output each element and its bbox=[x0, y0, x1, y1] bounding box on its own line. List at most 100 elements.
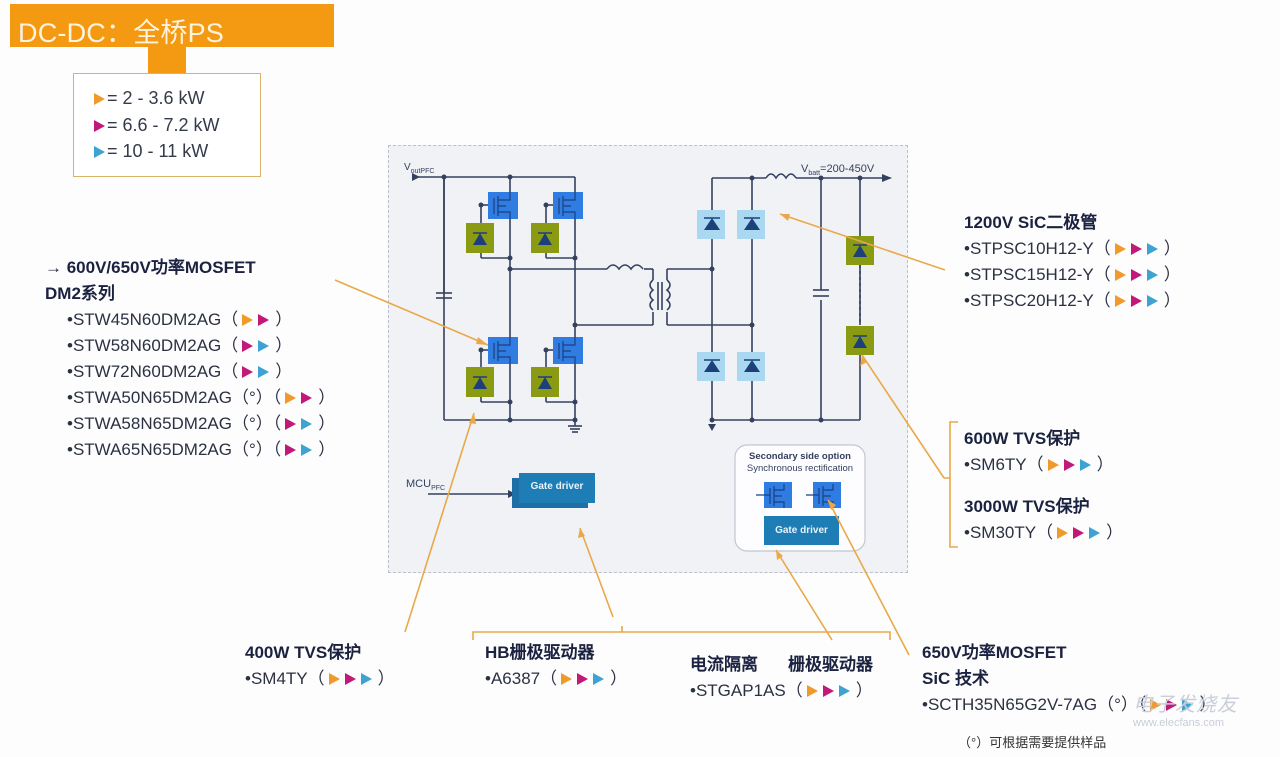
orange-triangle-icon bbox=[1114, 243, 1126, 255]
heading-left: 电流隔离 bbox=[690, 655, 758, 674]
gate-driver-label: Gate driver bbox=[530, 481, 584, 492]
part-number: •STW72N60DM2AG（ bbox=[67, 362, 239, 381]
magenta-triangle-icon bbox=[285, 444, 297, 456]
group-heading: 600W TVS保护 bbox=[964, 429, 1081, 448]
watermark-url: www.elecfans.com bbox=[1133, 717, 1225, 729]
close-paren: ） bbox=[318, 414, 336, 433]
magenta-triangle-icon bbox=[285, 418, 297, 430]
title-banner: DC-DC：全桥PS bbox=[10, 4, 334, 48]
mosfet-part-list: •STW45N60DM2AG（）•STW58N60DM2AG（）•STW72N6… bbox=[45, 307, 335, 463]
orange-triangle-icon bbox=[1047, 459, 1059, 471]
part-number: •SM30TY（ bbox=[964, 523, 1054, 542]
magenta-triangle-icon bbox=[1130, 269, 1142, 281]
sample-note: （°）（ bbox=[231, 388, 282, 407]
vbatt-v: V bbox=[801, 163, 809, 175]
part-item: •SM6TY（ ） bbox=[964, 452, 1123, 478]
group-heading: 400W TVS保护 bbox=[245, 643, 362, 662]
power-markers bbox=[285, 444, 314, 456]
orange-triangle-icon bbox=[242, 314, 254, 326]
blue-triangle-icon bbox=[360, 673, 372, 685]
watermark-cn: 电子发烧友 bbox=[1133, 694, 1238, 716]
sample-note: （°）（ bbox=[231, 414, 282, 433]
close-paren: ） bbox=[1163, 239, 1181, 258]
power-markers bbox=[1114, 269, 1160, 281]
power-markers bbox=[242, 366, 271, 378]
mosfet-dm2-group: → 600V/650V功率MOSFET DM2系列 •STW45N60DM2AG… bbox=[45, 255, 335, 463]
part-number: •STGAP1AS（ bbox=[690, 681, 803, 700]
part-number: •STPSC10H12-Y（ bbox=[964, 239, 1111, 258]
blue-triangle-icon bbox=[258, 340, 270, 352]
orange-triangle-icon bbox=[285, 392, 297, 404]
vout-sub: outPFC bbox=[410, 168, 435, 175]
part-item: •STW72N60DM2AG（ ） bbox=[67, 359, 335, 385]
heading-right: 栅极驱动器 bbox=[788, 655, 873, 674]
vbatt-range: =200-450V bbox=[820, 163, 875, 175]
part-item: •SCTH35N65G2V-7AG（°）（） bbox=[922, 692, 1216, 718]
orange-triangle-icon bbox=[1114, 269, 1126, 281]
group-heading: 1200V SiC二极管 bbox=[964, 213, 1098, 232]
orange-triangle-icon bbox=[1150, 699, 1162, 711]
mcu-sub: PFC bbox=[431, 485, 446, 493]
magenta-triangle-icon bbox=[1063, 459, 1075, 471]
blue-triangle-icon bbox=[838, 685, 850, 697]
part-item: •STGAP1AS（） bbox=[690, 678, 873, 704]
close-paren: ） bbox=[318, 388, 336, 407]
page-title: DC-DC：全桥PS bbox=[18, 18, 225, 48]
mcu-label: MCU bbox=[406, 478, 432, 490]
legend-label: = 10 - 11 kW bbox=[107, 141, 209, 161]
orange-triangle-icon bbox=[1057, 527, 1069, 539]
power-markers bbox=[1114, 243, 1160, 255]
sic-mosfet-group: 650V功率MOSFET SiC 技术 •SCTH35N65G2V-7AG（°）… bbox=[922, 640, 1216, 718]
footnote: （°）可根据需要提供样品 bbox=[958, 735, 1107, 750]
vbatt-sub: batt bbox=[808, 170, 821, 178]
magenta-triangle-icon bbox=[1073, 527, 1085, 539]
close-paren: ） bbox=[275, 362, 293, 381]
part-item: •STW58N60DM2AG（） bbox=[67, 333, 335, 359]
group-heading: 电流隔离 栅极驱动器 bbox=[690, 652, 873, 678]
power-markers bbox=[242, 314, 271, 326]
part-number: •SM4TY（ bbox=[245, 669, 325, 688]
part-item: •SM30TY（ ） bbox=[964, 520, 1123, 546]
part-item: •STWA50N65DM2AG（°）（） bbox=[67, 385, 335, 411]
vout-label: V bbox=[404, 162, 411, 173]
close-paren: ） bbox=[610, 669, 628, 688]
part-item: •STPSC20H12-Y（） bbox=[964, 288, 1181, 314]
part-number: •STWA58N65DM2AG bbox=[67, 414, 232, 433]
orange-triangle-icon bbox=[328, 673, 340, 685]
vout-pfc-label: VoutPFC bbox=[404, 162, 434, 175]
blue-triangle-icon bbox=[1146, 243, 1158, 255]
power-markers bbox=[1057, 527, 1102, 539]
orange-triangle-icon bbox=[561, 673, 573, 685]
close-paren: ） bbox=[1096, 455, 1114, 474]
blue-triangle-icon bbox=[1146, 269, 1158, 281]
sample-note: （°）（ bbox=[1097, 695, 1147, 714]
part-number: •STWA65N65DM2AG bbox=[67, 440, 232, 459]
group-subheading: SiC 技术 bbox=[922, 669, 990, 688]
secondary-subtitle: Synchronous rectification bbox=[746, 463, 854, 474]
group-heading: HB栅极驱动器 bbox=[485, 643, 595, 662]
blue-triangle-icon bbox=[1146, 295, 1158, 307]
close-paren: ） bbox=[377, 669, 395, 688]
part-number: •SM6TY（ bbox=[964, 455, 1044, 474]
part-item: •STWA65N65DM2AG（°）（） bbox=[67, 437, 335, 463]
mcu-pfc-label: MCUPFC bbox=[406, 478, 445, 492]
blue-triangle-icon bbox=[593, 673, 605, 685]
hb-driver-group: HB栅极驱动器 •A6387（） bbox=[485, 640, 627, 692]
close-paren: ） bbox=[1106, 523, 1124, 542]
magenta-triangle-icon bbox=[242, 366, 254, 378]
legend-label: = 6.6 - 7.2 kW bbox=[107, 115, 220, 135]
blue-triangle-icon bbox=[1089, 527, 1101, 539]
magenta-triangle-icon bbox=[822, 685, 834, 697]
close-paren: ） bbox=[275, 336, 293, 355]
power-markers bbox=[561, 673, 606, 685]
power-legend: = 2 - 3.6 kW = 6.6 - 7.2 kW = 10 - 11 kW bbox=[73, 73, 261, 177]
blue-triangle-icon bbox=[301, 418, 313, 430]
blue-triangle-icon bbox=[301, 444, 313, 456]
power-markers bbox=[1047, 459, 1093, 471]
orange-triangle-icon bbox=[1114, 295, 1126, 307]
part-item: •STW45N60DM2AG（） bbox=[67, 307, 335, 333]
sic-diode-part-list: •STPSC10H12-Y（）•STPSC15H12-Y（）•STPSC20H1… bbox=[964, 236, 1181, 314]
part-item: •SM4TY（ ） bbox=[245, 666, 395, 692]
part-number: •STW45N60DM2AG（ bbox=[67, 310, 239, 329]
legend-item: = 2 - 3.6 kW bbox=[94, 88, 205, 109]
